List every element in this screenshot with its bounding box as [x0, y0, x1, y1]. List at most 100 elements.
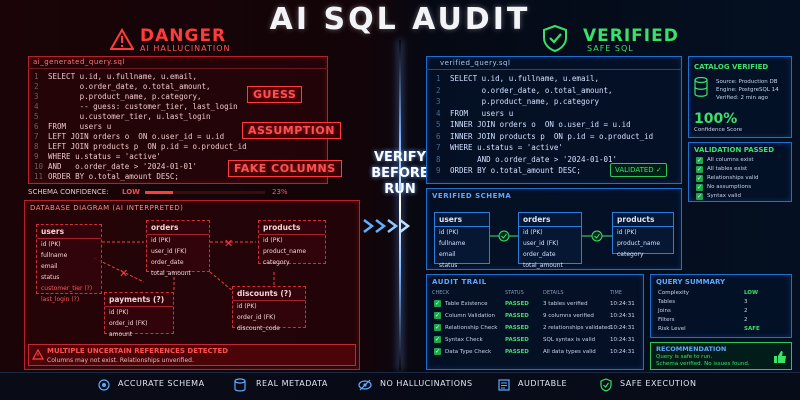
audit-cell: All data types valid: [543, 348, 596, 355]
audit-header: DETAILS: [543, 290, 564, 296]
code-line-number: 9: [436, 166, 441, 175]
verified-query-panel: [426, 56, 682, 184]
catalog-title: CATALOG VERIFIED: [694, 63, 769, 71]
verified-query-title-divider: [426, 69, 682, 70]
center-label-line-2: BEFORE: [371, 166, 429, 181]
audit-cell: 10:24:31: [610, 312, 635, 319]
verified-table-products-name: products: [613, 213, 673, 227]
thumbs-up-icon: [774, 351, 786, 363]
audit-cell: Syntax Check: [445, 336, 483, 343]
check-icon: ✓: [696, 184, 703, 191]
catalog-panel: [688, 56, 792, 138]
ai-table-discounts-fields: id (PK)order_id (FK)discount_code: [233, 301, 305, 334]
check-icon: ✓: [696, 166, 703, 173]
table-field: total_amount: [151, 270, 191, 277]
confidence-score: 100%: [694, 111, 738, 127]
audit-header: STATUS: [505, 290, 524, 296]
check-icon: ✓: [696, 193, 703, 200]
footer-real-metadata: REAL METADATA: [256, 379, 328, 388]
ai-query-title-divider: [28, 68, 328, 69]
code-line-number: 2: [34, 82, 39, 91]
code-line-number: 1: [34, 72, 39, 81]
table-field: user_id (FK): [523, 240, 559, 247]
summary-value: LOW: [744, 290, 759, 296]
code-line-number: 10: [34, 162, 44, 171]
table-field: discount_code: [237, 325, 280, 332]
shield-check-icon: [543, 24, 567, 52]
summary-label: Filters: [658, 317, 675, 323]
code-line-text: LEFT JOIN products p ON p.id = o.product…: [48, 142, 247, 151]
code-line-number: 5: [436, 120, 441, 129]
danger-subtitle: AI HALLUCINATION: [140, 44, 231, 53]
table-field: email: [41, 263, 58, 270]
schema-confidence-value: LOW: [122, 188, 140, 196]
code-line-number: 9: [34, 152, 39, 161]
audit-cell: 2 relationships validated: [543, 324, 611, 331]
code-line-text: WHERE u.status = 'active': [450, 143, 563, 152]
warning-icon: [110, 28, 134, 50]
database-icon: [234, 378, 246, 392]
table-field: id (PK): [237, 303, 257, 310]
verified-title: VERIFIED: [583, 26, 679, 46]
alert-subtitle: Columns may not exist. Relationships unv…: [47, 357, 194, 364]
code-line-text: -- guess: customer_tier, last_login: [48, 102, 238, 111]
code-line-text: o.order_date, o.total_amount,: [48, 82, 211, 91]
code-line-number: 7: [436, 143, 441, 152]
summary-label: Complexity: [658, 290, 690, 296]
audit-cell: 3 tables verified: [543, 300, 588, 307]
summary-value: SAFE: [744, 326, 760, 332]
svg-text:✕: ✕: [224, 237, 233, 250]
footer-accurate-schema: ACCURATE SCHEMA: [118, 379, 205, 388]
code-line-number: 6: [436, 131, 441, 141]
summary-value: 2: [744, 317, 748, 323]
code-line-text: LEFT JOIN orders o ON o.user_id = u.id: [48, 132, 225, 141]
code-line-number: 5: [34, 112, 39, 121]
table-field: last_login (?): [41, 296, 80, 303]
validation-item: No assumptions: [707, 183, 752, 190]
check-icon: ✓: [696, 157, 703, 164]
code-line-number: 3: [34, 92, 39, 101]
center-label-line-1: VERIFY: [373, 150, 427, 165]
table-field: id (PK): [109, 309, 129, 316]
table-field: id (PK): [41, 241, 61, 248]
summary-value: 3: [744, 299, 748, 305]
alert-warning-icon: [32, 349, 44, 360]
table-field: status: [439, 262, 458, 269]
verified-table-users-name: users: [435, 213, 489, 227]
recommendation-title: RECOMMENDATION: [656, 345, 727, 353]
summary-label: Joins: [658, 308, 671, 314]
code-line-number: 1: [436, 74, 441, 83]
catalog-engine: Engine: PostgreSQL 14: [716, 87, 779, 93]
verified-schema-relations: [490, 230, 612, 242]
summary-label: Tables: [658, 299, 676, 305]
ai-table-products-name: products: [259, 221, 325, 235]
verified-table-orders-name: orders: [519, 213, 581, 227]
ai-table-discounts: discounts (?) id (PK)order_id (FK)discou…: [232, 286, 306, 332]
code-line-text: SELECT u.id, u.fullname, u.email,: [48, 72, 198, 81]
catalog-source: Source: Production DB: [716, 79, 778, 85]
ai-table-payments-name: payments (?): [105, 293, 173, 307]
audit-cell: Relationship Check: [445, 324, 498, 331]
code-line-text: ORDER BY o.total_amount DESC;: [48, 172, 179, 181]
recommendation-line-1: Query is safe to run.: [656, 354, 713, 360]
fake-columns-tag: FAKE COLUMNS: [228, 160, 342, 177]
table-field: fullname: [439, 240, 466, 247]
audit-cell: 10:24:31: [610, 300, 635, 307]
audit-cell: 9 columns verified: [543, 312, 594, 319]
center-divider: [399, 40, 401, 370]
code-line-number: 3: [436, 97, 441, 106]
confidence-track: [145, 191, 265, 194]
footer-auditable: AUDITABLE: [518, 379, 568, 388]
ai-table-users-name: users: [37, 225, 101, 239]
table-field: category: [617, 251, 644, 258]
code-line-number: 6: [34, 122, 39, 131]
ai-table-payments-fields: id (PK)order_id (FK)amount: [105, 307, 173, 340]
audit-cell: PASSED: [505, 336, 529, 343]
target-icon: [98, 379, 110, 391]
